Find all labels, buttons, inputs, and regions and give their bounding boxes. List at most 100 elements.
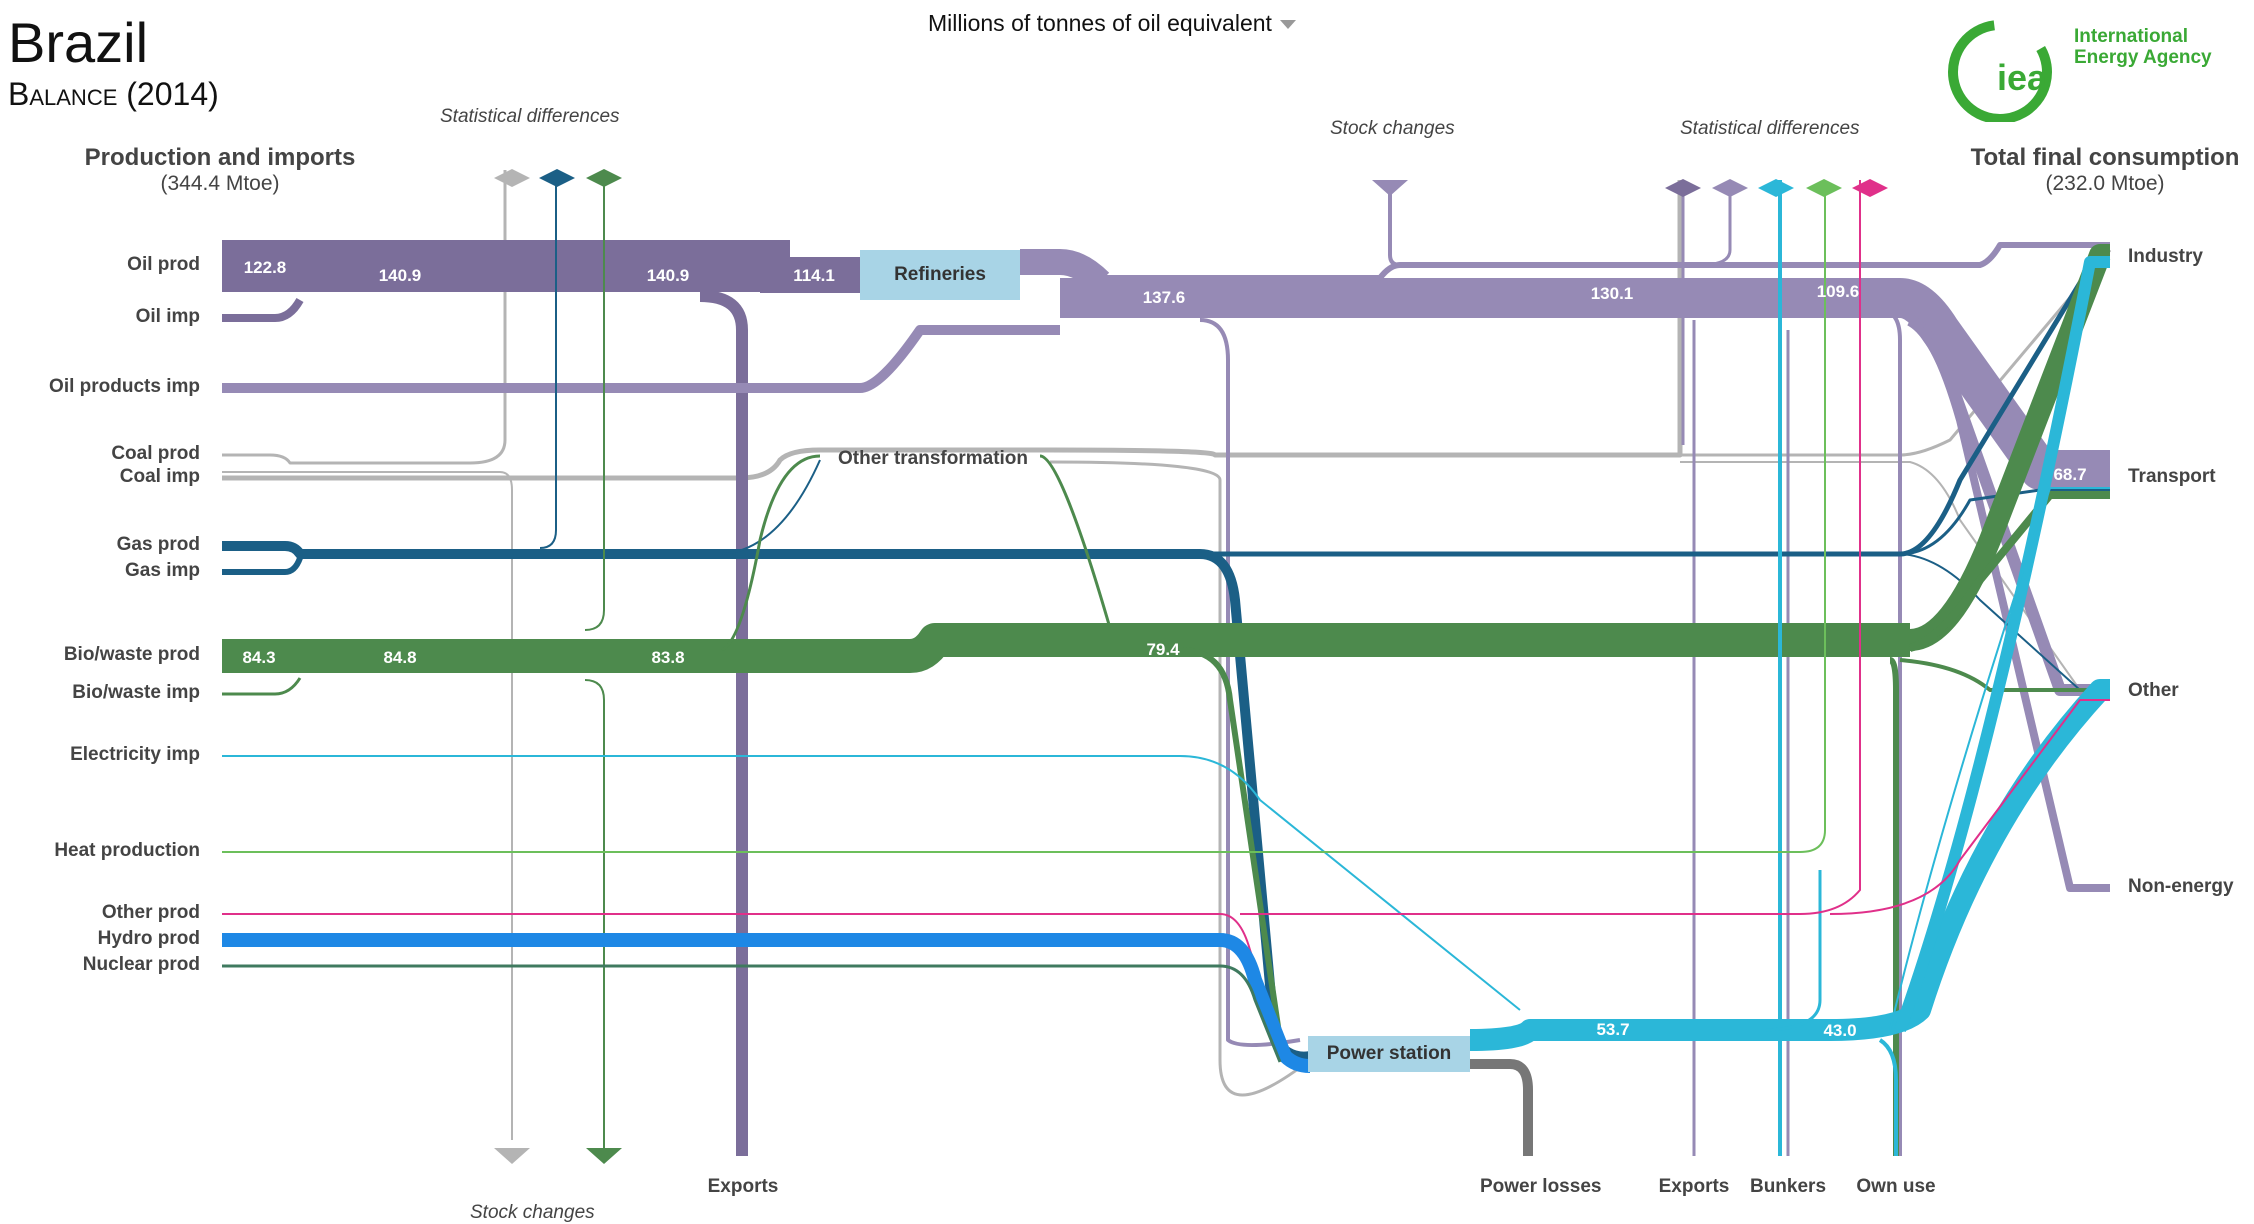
- stat-diff-coal-diamond[interactable]: [494, 169, 530, 187]
- electricity-imp-flow[interactable]: [222, 755, 1521, 1011]
- hydro-prod-flow[interactable]: [222, 933, 1311, 1073]
- gas-other-flow[interactable]: [1899, 553, 2110, 691]
- coal-stat-diff-flow[interactable]: [222, 170, 507, 465]
- oil-stat-flow-2[interactable]: [1699, 180, 1732, 267]
- stock-change-bio-marker[interactable]: [586, 1148, 622, 1164]
- source-label-electricity-imp[interactable]: Electricity imp: [70, 744, 200, 765]
- bio-prod-flow[interactable]: [222, 623, 1910, 673]
- sink-label-own-use[interactable]: Own use: [1856, 1176, 1936, 1197]
- electricity-other-flow[interactable]: [1469, 679, 2111, 1051]
- coal-to-power-flow[interactable]: [1049, 460, 1311, 1097]
- bio-own-use-flow[interactable]: [1889, 657, 1899, 1156]
- flow-value-oil-products: 137.6: [1143, 288, 1186, 307]
- oil-products-nonenergy-flow[interactable]: [1917, 327, 2110, 892]
- stat-diff-left-label: Statistical differences: [440, 106, 620, 127]
- electricity-own-use-flow[interactable]: [1878, 1038, 1898, 1156]
- stat-diff-other-diamond[interactable]: [1852, 179, 1888, 197]
- power-station-node[interactable]: Power station: [1308, 1036, 1470, 1072]
- oil-imp-flow[interactable]: [222, 297, 304, 322]
- bio-other-flow[interactable]: [1899, 658, 2110, 692]
- stock-changes-top-label: Stock changes: [1330, 118, 1455, 139]
- bio-power-flow[interactable]: [1179, 647, 1283, 1041]
- sink-label-bunkers[interactable]: Bunkers: [1749, 1176, 1827, 1197]
- source-label-oil-products-imp[interactable]: Oil products imp: [49, 376, 200, 397]
- source-label-oil-prod[interactable]: Oil prod: [127, 254, 200, 275]
- other-to-final-flow[interactable]: [1829, 699, 2110, 915]
- source-label-gas-prod[interactable]: Gas prod: [116, 534, 200, 555]
- flow-value-bio-d: 79.4: [1146, 640, 1180, 659]
- sink-label-exports[interactable]: Exports: [1658, 1176, 1730, 1197]
- nuclear-prod-flow[interactable]: [222, 964, 1282, 1063]
- oil-products-power-flow[interactable]: [1199, 318, 1301, 1047]
- other-stat-flow[interactable]: [1240, 180, 1861, 915]
- bio-transport-flow[interactable]: [1908, 491, 2110, 652]
- source-label-oil-imp[interactable]: Oil imp: [135, 306, 200, 327]
- flow-value-bio-a: 84.3: [242, 648, 275, 667]
- stat-diff-heat-diamond[interactable]: [1806, 179, 1842, 197]
- oil-products-industry-flow[interactable]: [1080, 242, 2110, 281]
- power-losses-flow[interactable]: [1470, 1059, 1533, 1156]
- flow-value-refinery-in: 114.1: [793, 266, 835, 285]
- final-label-transport[interactable]: Transport: [2128, 466, 2216, 487]
- source-label-hydro-prod[interactable]: Hydro prod: [97, 928, 200, 949]
- bio-imp-flow[interactable]: [222, 677, 302, 696]
- stat-diff-bio-diamond[interactable]: [586, 169, 622, 187]
- bio-stock-flow[interactable]: [584, 679, 605, 1150]
- logo-mark: iea: [1997, 57, 2048, 98]
- sink-label-power-losses[interactable]: Power losses: [1480, 1176, 1602, 1197]
- flow-value-bio-c: 83.8: [651, 648, 684, 667]
- source-label-heat-production[interactable]: Heat production: [54, 840, 200, 861]
- source-label-coal-imp[interactable]: Coal imp: [119, 466, 200, 487]
- stat-diff-oil-diamond[interactable]: [1665, 179, 1701, 197]
- stat-diff-electricity-diamond[interactable]: [1758, 179, 1794, 197]
- source-label-bio-waste-prod[interactable]: Bio/waste prod: [63, 644, 200, 665]
- oil-exports-flow[interactable]: [699, 290, 748, 1156]
- stock-change-oil-marker[interactable]: [1372, 180, 1408, 196]
- logo-line-1: International: [2074, 26, 2189, 47]
- gas-transport-flow[interactable]: [1899, 488, 2110, 556]
- final-label-other[interactable]: Other: [2128, 680, 2179, 701]
- electricity-industry-flow[interactable]: [1894, 256, 2110, 1033]
- source-label-other-prod[interactable]: Other prod: [101, 902, 200, 923]
- stock-change-coal-marker[interactable]: [494, 1148, 530, 1164]
- sink-label-exports[interactable]: Exports: [707, 1176, 779, 1197]
- iea-logo: iea: [1948, 19, 2052, 122]
- stat-diff-oil-products-diamond[interactable]: [1712, 179, 1748, 197]
- source-label-nuclear-prod[interactable]: Nuclear prod: [82, 954, 200, 975]
- oil-products-imp-flow[interactable]: [222, 325, 1060, 393]
- stat-diff-gas-diamond[interactable]: [539, 169, 575, 187]
- oil-stock-flow[interactable]: [1388, 180, 1401, 267]
- final-label-industry[interactable]: Industry: [2128, 246, 2203, 267]
- oil-products-transport-flow[interactable]: [1060, 278, 2110, 490]
- bio-stat-flow[interactable]: [584, 176, 605, 631]
- refineries-node[interactable]: Refineries: [860, 250, 1020, 300]
- electricity-exports-flow[interactable]: [1759, 870, 1822, 1032]
- unit-dropdown-label: Millions of tonnes of oil equivalent: [928, 10, 1272, 36]
- gas-other-transf-flow[interactable]: [721, 459, 821, 555]
- unit-dropdown[interactable]: Millions of tonnes of oil equivalent: [928, 10, 1296, 37]
- source-label-coal-prod[interactable]: Coal prod: [111, 443, 200, 464]
- bio-other-transf-flow[interactable]: [1039, 454, 1112, 629]
- coal-flow[interactable]: [222, 180, 1683, 481]
- consumption-header: Total final consumption: [1970, 144, 2240, 171]
- electricity-transport-flow[interactable]: [1889, 487, 2110, 1031]
- flow-value-oil-products-c: 109.6: [1817, 282, 1860, 301]
- source-label-bio-waste-imp[interactable]: Bio/waste imp: [72, 682, 200, 703]
- other-prod-flow[interactable]: [222, 913, 1281, 1041]
- final-label-non-energy[interactable]: Non-energy: [2128, 876, 2234, 897]
- coal-stock-change-flow[interactable]: [222, 471, 513, 1140]
- gas-prod-flow[interactable]: [222, 541, 1311, 1062]
- heat-flow[interactable]: [222, 180, 1826, 853]
- bio-to-other-transf-flow[interactable]: [721, 454, 821, 652]
- flow-value-transport-oil: 68.7: [2053, 465, 2086, 484]
- flow-value-bio-b: 84.8: [383, 648, 416, 667]
- country-title: Brazil: [8, 11, 149, 74]
- gas-stat-flow[interactable]: [539, 175, 557, 549]
- oil-products-own-use-flow[interactable]: [1879, 308, 1902, 1156]
- flow-value-oil-products-b: 130.1: [1591, 284, 1634, 303]
- gas-imp-flow[interactable]: [222, 556, 303, 575]
- source-label-gas-imp[interactable]: Gas imp: [125, 560, 200, 581]
- other-transformation-node[interactable]: Other transformation: [838, 448, 1029, 469]
